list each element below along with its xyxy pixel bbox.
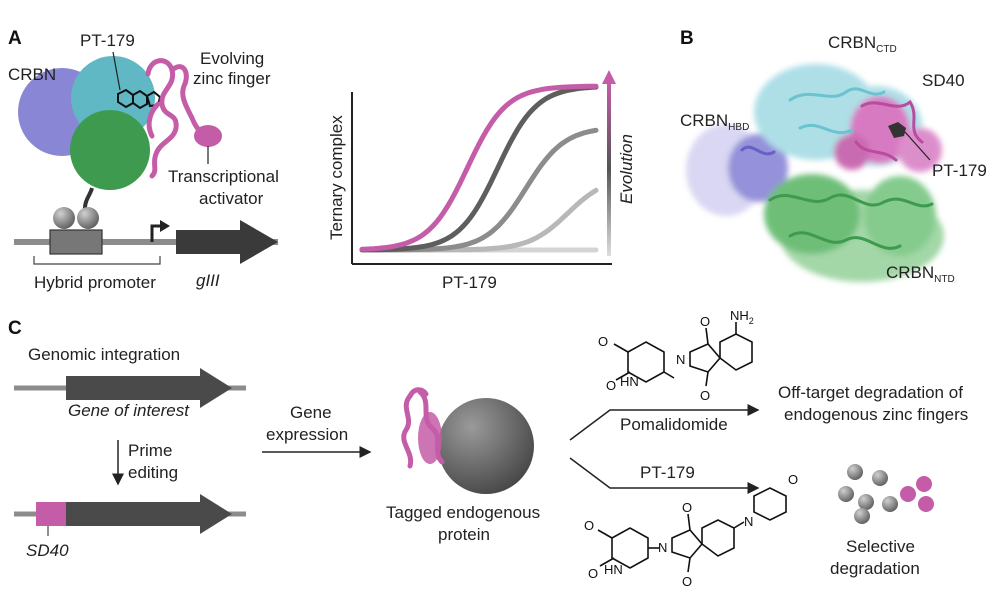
sd40-helix — [418, 412, 442, 464]
hybrid-promoter-box — [49, 229, 103, 255]
promoter-bracket — [33, 256, 161, 265]
evolution-label: Evolution — [617, 134, 636, 204]
pt179-atoms: O HN O N O O N O — [584, 472, 798, 589]
zinc-finger-label-2: zinc finger — [193, 69, 271, 88]
genomic-integration-label: Genomic integration — [28, 345, 180, 364]
giii-gene-arrow — [176, 220, 278, 264]
pt-o5: O — [788, 472, 798, 487]
evolution-arrow-shaft — [607, 82, 611, 256]
hybrid-promoter-label: Hybrid promoter — [34, 273, 156, 292]
pom-o2: O — [606, 378, 616, 393]
pt-o1: O — [584, 518, 594, 533]
evolution-chart — [351, 70, 616, 265]
pt179-label-c: PT-179 — [640, 463, 695, 482]
gene-of-interest-label: Gene of interest — [68, 401, 190, 420]
pt-n: N — [658, 540, 667, 555]
chart-curves — [359, 83, 599, 253]
pom-n: N — [676, 352, 685, 367]
crbn-ctd-label: CRBNCTD — [828, 33, 897, 55]
degradation-fragments — [838, 464, 934, 524]
transcription-start-arrowhead — [160, 220, 170, 232]
pt179-structure — [597, 487, 787, 573]
pt179-density — [888, 122, 906, 138]
crbn-ntd-label: CRBNNTD — [886, 263, 955, 285]
endogenous-protein-sphere — [438, 398, 534, 494]
chart-x-label: PT-179 — [442, 273, 497, 292]
pt179-pointer-a — [112, 51, 121, 91]
activator-label-1: Transcriptional — [168, 167, 279, 186]
chart-y-label: Ternary complex — [327, 115, 346, 240]
pt179-molecule-icon — [117, 88, 162, 110]
pt179-arrow — [569, 457, 760, 494]
offtarget-label-2: endogenous zinc fingers — [784, 405, 968, 424]
prime-editing-label-1: Prime — [128, 441, 172, 460]
crbn-hbd-label: CRBNHBD — [680, 111, 749, 133]
gene-expression-label-2: expression — [266, 425, 348, 444]
panel-label-b: B — [680, 28, 694, 49]
pt-n2: N — [744, 514, 753, 529]
tagged-protein — [401, 387, 534, 494]
panel-label-c: C — [8, 318, 22, 339]
crbn-green-domain — [70, 110, 150, 190]
tagged-protein-label-1: Tagged endogenous — [386, 503, 540, 522]
pt179-pointer-b — [904, 131, 931, 161]
prime-editing-label-2: editing — [128, 463, 178, 482]
pt-o3: O — [682, 500, 692, 515]
gene-of-interest-arrow — [66, 368, 232, 408]
cryo-em-structure — [686, 64, 944, 282]
activator-label-2: activator — [199, 189, 264, 208]
pom-nh2: NH2 — [730, 308, 754, 326]
pomalidomide-atoms: O HN O N O O NH2 — [598, 308, 754, 403]
selective-label-1: Selective — [846, 537, 915, 556]
evolution-arrowhead — [602, 70, 616, 84]
sd40-tag-box — [36, 502, 66, 526]
pom-o3: O — [700, 314, 710, 329]
tagged-protein-label-2: protein — [438, 525, 490, 544]
pt-nh: HN — [604, 562, 623, 577]
chart-curve-0 — [359, 83, 599, 252]
pom-o4: O — [700, 388, 710, 403]
sd40-label-c: SD40 — [26, 541, 69, 560]
transcriptional-activator-blob — [194, 125, 222, 147]
pomalidomide-label: Pomalidomide — [620, 415, 728, 434]
dna-binding-balls — [53, 207, 99, 229]
pomalidomide-structure — [613, 322, 753, 387]
selective-label-2: degradation — [830, 559, 920, 578]
crbn-label: CRBN — [8, 65, 56, 84]
pt-o4: O — [682, 574, 692, 589]
pt179-label-b: PT-179 — [932, 161, 987, 180]
giii-label: gIII — [196, 271, 220, 290]
pt179-label-a: PT-179 — [80, 31, 135, 50]
zinc-finger-label-1: Evolving — [200, 49, 264, 68]
protein-complex — [18, 56, 155, 213]
chart-curve-1 — [359, 84, 599, 253]
gene-expression-label-1: Gene — [290, 403, 332, 422]
pom-o1: O — [598, 334, 608, 349]
edited-gene-arrow — [36, 494, 232, 534]
sd40-label-b: SD40 — [922, 71, 965, 90]
pt-o2: O — [588, 566, 598, 581]
panel-label-a: A — [8, 28, 22, 49]
offtarget-label-1: Off-target degradation of — [778, 383, 963, 402]
pomalidomide-arrow — [569, 404, 760, 441]
pom-nh: HN — [620, 374, 639, 389]
